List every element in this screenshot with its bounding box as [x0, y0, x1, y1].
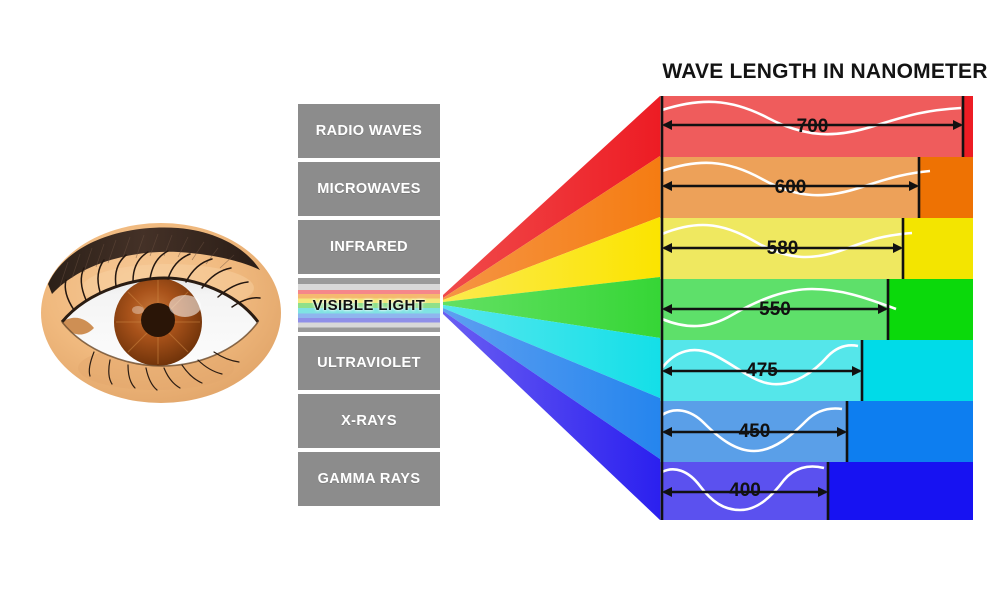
arrow-head-right [837, 427, 847, 437]
arrow-head-right [893, 243, 903, 253]
arrow-head-left [662, 304, 672, 314]
eye-svg [41, 223, 281, 403]
band-label: RADIO WAVES [315, 123, 423, 139]
fan-ray-green [443, 277, 660, 338]
band-x-rays[interactable]: X-RAYS [298, 394, 440, 448]
chart-title: WAVE LENGTH IN NANOMETER [662, 60, 988, 83]
arrow-head-left [662, 181, 672, 191]
wavelength-row-550[interactable]: 550 [660, 279, 973, 340]
row-graphics-450 [660, 401, 849, 462]
wavelength-row-600[interactable]: 600 [660, 157, 973, 218]
sine-wave [660, 344, 859, 386]
fan-ray-blue [443, 308, 660, 459]
eyebrow [48, 227, 260, 294]
arrow-head-right [852, 366, 862, 376]
fan-ray-violet [443, 311, 660, 520]
fan-ray-red [443, 96, 660, 298]
sine-wave [661, 287, 897, 328]
wavelength-chart: 700 600 [660, 96, 973, 520]
arrow-head-left [662, 120, 672, 130]
fan-ray-cyan [443, 305, 660, 398]
pupil [141, 303, 175, 337]
lower-lash-line [61, 321, 259, 367]
wavelength-row-580[interactable]: 580 [660, 218, 973, 279]
electromagnetic-spectrum-band-list: RADIO WAVES MICROWAVES INFRARED VISIBLE … [298, 104, 440, 516]
eye-illustration [38, 218, 284, 404]
row-solid-block-green [888, 279, 973, 340]
sine-wave [661, 465, 825, 512]
row-graphics-400 [660, 462, 830, 520]
fan-ray-yellow [443, 217, 660, 302]
row-solid-block-blue [847, 401, 973, 462]
band-label: INFRARED [329, 239, 409, 255]
wavelength-row-475[interactable]: 475 [660, 340, 973, 401]
band-visible-light[interactable]: VISIBLE LIGHT [298, 278, 440, 332]
arrow-head-left [662, 487, 672, 497]
sine-wave [661, 407, 843, 453]
row-solid-block-cyan [862, 340, 973, 401]
band-label: X-RAYS [341, 413, 397, 429]
sine-wave [661, 161, 931, 197]
row-solid-block-yellow [903, 218, 973, 279]
arrow-head-right [909, 181, 919, 191]
arrow-head-left [662, 366, 672, 376]
light-fan-svg [443, 96, 660, 520]
arrow-head-left [662, 427, 672, 437]
arrow-head-right [878, 304, 888, 314]
band-label: GAMMA RAYS [317, 471, 421, 487]
band-radio-waves[interactable]: RADIO WAVES [298, 104, 440, 158]
row-graphics-550 [660, 279, 897, 340]
row-solid-block-orange [919, 157, 973, 218]
upper-lash-line [60, 276, 260, 323]
arrow-head-left [662, 243, 672, 253]
upper-eyelashes [64, 250, 261, 311]
wavelength-row-700[interactable]: 700 [660, 96, 973, 157]
row-graphics-475 [660, 340, 864, 401]
band-microwaves[interactable]: MICROWAVES [298, 162, 440, 216]
arrow-head-right [953, 120, 963, 130]
row-tint-band-orange [660, 157, 919, 218]
fan-ray-orange [443, 156, 660, 300]
dispersed-light-fan [436, 96, 668, 520]
eye-highlight-small [132, 306, 144, 314]
band-gamma-rays[interactable]: GAMMA RAYS [298, 452, 440, 506]
sine-wave [661, 100, 962, 136]
sine-wave [661, 223, 913, 259]
row-graphics-700 [660, 96, 965, 157]
row-solid-block-violet [828, 462, 973, 520]
row-solid-block-red [963, 96, 973, 157]
wavelength-row-450[interactable]: 450 [660, 401, 973, 462]
arrow-head-right [818, 487, 828, 497]
band-label: VISIBLE LIGHT [312, 296, 426, 314]
row-graphics-580 [660, 218, 913, 279]
eye-highlight [169, 295, 201, 317]
lower-eyelashes [88, 351, 240, 391]
row-tint-band-red [660, 96, 963, 157]
band-label: ULTRAVIOLET [317, 355, 421, 371]
row-graphics-600 [660, 157, 931, 218]
band-label: MICROWAVES [317, 181, 421, 197]
band-infrared[interactable]: INFRARED [298, 220, 440, 274]
band-ultraviolet[interactable]: ULTRAVIOLET [298, 336, 440, 390]
wavelength-row-400[interactable]: 400 [660, 462, 973, 520]
